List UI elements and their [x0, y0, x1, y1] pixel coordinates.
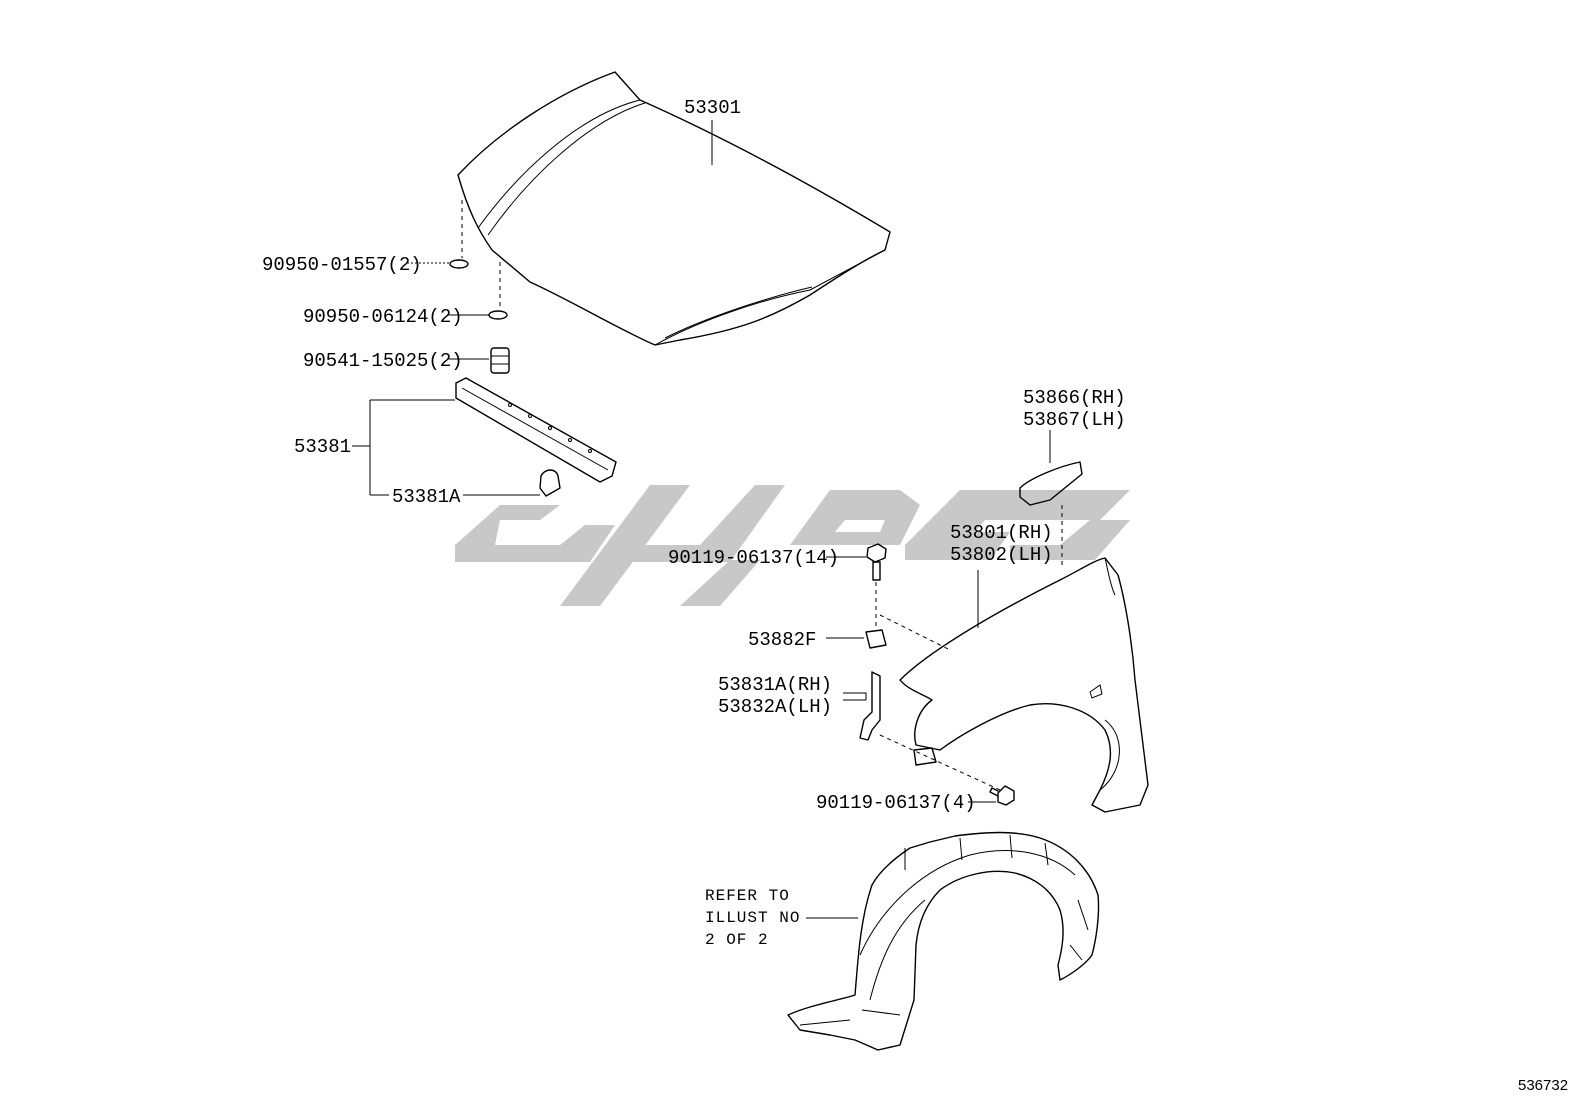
label-extension-lh: 53867(LH) — [1023, 409, 1126, 431]
label-nut: 53882F — [748, 629, 816, 651]
fender-bolt-top-drawing[interactable] — [826, 543, 887, 630]
fender-bolt-bottom-drawing[interactable] — [968, 785, 1015, 806]
hood-cushion-2-drawing[interactable] — [448, 262, 508, 320]
label-bolt-bottom: 90119-06137(4) — [816, 792, 976, 814]
label-bracket-rh: 53831A(RH) — [718, 674, 832, 696]
illustration-number: 536732 — [1518, 1077, 1568, 1094]
hood-drawing[interactable] — [457, 71, 891, 346]
label-seal-clip: 53381A — [392, 486, 461, 508]
label-bracket-lh: 53832A(LH) — [718, 696, 832, 718]
note-line-3: 2 OF 2 — [705, 931, 769, 949]
note-line-2: ILLUST NO — [705, 909, 800, 927]
label-extension-rh: 53866(RH) — [1023, 387, 1126, 409]
note-line-1: REFER TO — [705, 887, 790, 905]
front-fender-drawing[interactable] — [879, 557, 1149, 813]
seal-clip-drawing[interactable] — [463, 469, 561, 497]
hood-seal-drawing[interactable] — [352, 377, 617, 496]
label-bolt-top: 90119-06137(14) — [668, 547, 839, 569]
label-hood: 53301 — [684, 97, 741, 119]
hood-cushion-1-drawing[interactable] — [407, 200, 469, 269]
fender-nut-drawing[interactable] — [826, 629, 887, 649]
fender-liner-drawing[interactable] — [787, 831, 1100, 1051]
label-cushion-1: 90950-01557(2) — [262, 254, 422, 276]
label-fender-lh: 53802(LH) — [950, 544, 1053, 566]
fender-extension-drawing[interactable] — [1019, 430, 1083, 568]
label-cushion-2: 90950-06124(2) — [303, 306, 463, 328]
fender-bracket-drawing[interactable] — [843, 671, 1001, 791]
fender-lower-mount-drawing[interactable] — [913, 747, 937, 766]
hood-cushion-3-drawing[interactable] — [448, 347, 510, 374]
label-seal: 53381 — [294, 436, 351, 458]
watermark-logo — [455, 485, 1130, 606]
label-cushion-3: 90541-15025(2) — [303, 350, 463, 372]
label-fender-rh: 53801(RH) — [950, 522, 1053, 544]
